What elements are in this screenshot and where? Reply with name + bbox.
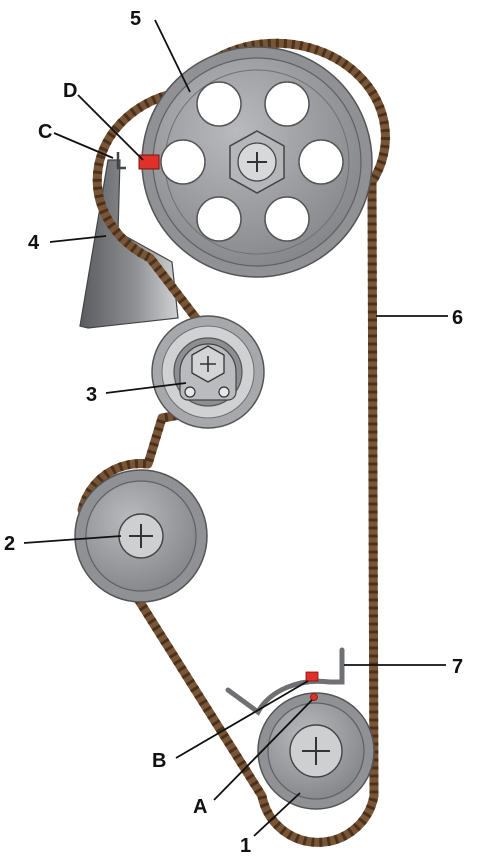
tensioner-pulley [151, 315, 265, 429]
pulley-hole [196, 81, 242, 127]
intermediate-pulley [74, 469, 208, 603]
label-3: 3 [86, 384, 97, 406]
label-d: D [63, 80, 77, 102]
label-b: B [152, 750, 166, 772]
crankshaft-pulley [257, 692, 375, 810]
pulley-hole [196, 196, 242, 242]
camshaft-pulley [141, 46, 373, 278]
label-5: 5 [130, 8, 141, 30]
label-7: 7 [452, 656, 463, 678]
pulley-hole [264, 196, 310, 242]
label-4: 4 [28, 232, 40, 254]
timing-pointer-c [116, 152, 126, 170]
label-2: 2 [4, 533, 15, 555]
label-c: C [38, 121, 52, 143]
pulley-hole [160, 139, 206, 185]
timing-mark-b [305, 671, 319, 682]
timing-mark-d [138, 154, 160, 170]
pulley-hole [298, 139, 344, 185]
label-6: 6 [452, 307, 463, 329]
label-1: 1 [240, 835, 251, 857]
leader-lines [23, 19, 448, 837]
timing-mark-a [310, 693, 318, 701]
label-a: A [193, 796, 207, 818]
timing-belt [77, 38, 390, 847]
pulley-hole [264, 81, 310, 127]
